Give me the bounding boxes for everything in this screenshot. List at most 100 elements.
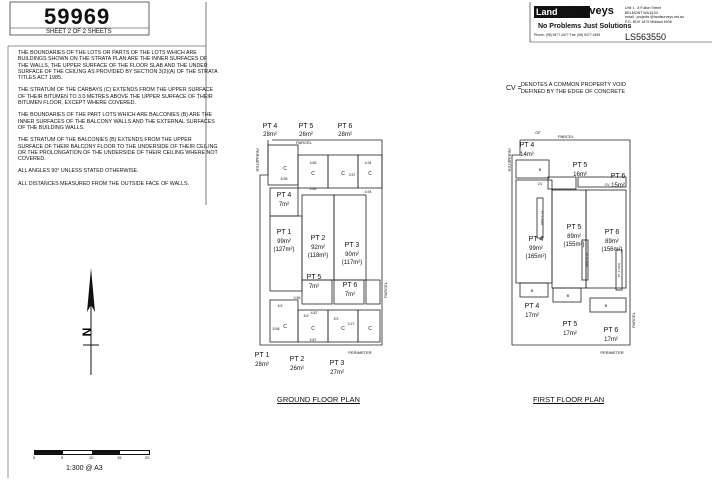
gf-lot-area: 26m² xyxy=(290,366,304,372)
gf-bay-label: C xyxy=(283,324,287,330)
gf-bay-label: C xyxy=(283,166,287,172)
gf-parcel-label: PARCEL xyxy=(296,140,312,145)
gf-lot-label: PT 2 xyxy=(290,356,305,363)
ff-of-label: OF xyxy=(535,130,541,135)
company-address: Unit 1 , 8 Fulton Street BELMONT WA 6104… xyxy=(625,6,705,24)
company-phone: Phone: (08) 9477 4477 Fax: (08) 9477 449… xyxy=(534,33,601,37)
gf-bay-label: C xyxy=(341,171,345,177)
gf-bay-label: C xyxy=(368,326,372,332)
address-line: email : projects @landsurveys.net.au xyxy=(625,15,684,20)
ff-lot-label: PT 6 xyxy=(611,173,626,180)
note-6: All distances measured from the outside … xyxy=(18,180,189,187)
gf-lot-area: 99m² xyxy=(277,239,291,245)
scale-tick: 10 xyxy=(89,455,94,460)
ff-lot-area: 16m² xyxy=(573,172,587,178)
gf-lot-label: PT 1 xyxy=(277,229,292,236)
ff-lot-area: 17m² xyxy=(525,313,539,319)
ground-floor-title: GROUND FLOOR PLAN xyxy=(277,395,360,404)
gf-lot-sub: (118m²) xyxy=(308,253,329,259)
legend-text: DENOTES A COMMON PROPERTY VOID DEFINED B… xyxy=(521,82,626,96)
ff-void-label: CV xyxy=(605,183,611,187)
gf-lot-sub: (127m²) xyxy=(273,247,294,253)
logo-word-surveys: Surveys xyxy=(571,5,614,17)
gf-bay-label: C xyxy=(311,326,315,332)
ff-parcel-side: PARCEL xyxy=(631,311,636,327)
first-floor-title: FIRST FLOOR PLAN xyxy=(533,395,605,404)
gf-lot-area: 7m² xyxy=(345,292,355,298)
gf-lot-label: PT 6 xyxy=(338,123,353,130)
ff-void-text: PT 4 VOID xyxy=(585,253,589,268)
note-5: All angles 90° unless stated otherwise. xyxy=(18,168,139,175)
gf-dim: 0.56 xyxy=(294,296,301,300)
address-line: BELMONT WA 6104 xyxy=(625,10,658,15)
gf-bay-label: C xyxy=(311,171,315,177)
gf-lot-area: 90m² xyxy=(345,252,359,258)
ff-lot-sub: (156m²) xyxy=(601,247,622,253)
gf-dim: 4.87 xyxy=(310,338,317,342)
ff-lot-area: 17m² xyxy=(604,337,618,343)
scale-tick: 5 xyxy=(61,455,64,460)
gf-lot-area: 7m² xyxy=(309,284,319,290)
ff-bay-label: B xyxy=(531,288,534,293)
gf-dim: 3.57 xyxy=(349,173,356,177)
legend-line-1: DENOTES A COMMON PROPERTY VOID xyxy=(521,82,626,88)
gf-lot-area: 27m² xyxy=(330,370,344,376)
gf-lot-area: 7m² xyxy=(279,202,289,208)
gf-bay-label: C xyxy=(368,171,372,177)
ff-perimeter-label: PERIMETER xyxy=(600,350,623,355)
scale-bar xyxy=(34,450,150,455)
note-1: The boundaries of the lots or parts of t… xyxy=(18,50,218,82)
ff-perimeter-side: PERIMETER xyxy=(507,148,512,171)
ff-bay-label: B xyxy=(567,293,570,298)
ff-lot-area: 17m² xyxy=(563,331,577,337)
ff-lot-label: PT 5 xyxy=(563,321,578,328)
gf-bay-label: C xyxy=(341,326,345,332)
ff-lot-area: 15m² xyxy=(611,183,625,189)
address-line: P.O. BOX 1879 Midland 6936 xyxy=(625,19,672,24)
scale-bar-segment xyxy=(92,451,120,454)
legend-line-2: DEFINED BY THE EDGE OF CONCRETE xyxy=(521,89,626,95)
ff-void-label: CV xyxy=(538,182,544,186)
gf-dim: 4.94 xyxy=(365,190,372,194)
gf-dim: 5.5 xyxy=(278,304,283,308)
scale-tick: 15 xyxy=(117,455,122,460)
gf-dim: 5.58 xyxy=(273,327,280,331)
gf-lot-area: 26m² xyxy=(299,132,313,138)
gf-lot-label: PT 4 xyxy=(277,192,292,199)
gf-lot-label: PT 4 xyxy=(263,123,278,130)
gf-dim: 4.87 xyxy=(311,311,318,315)
gf-dim: 4.85 xyxy=(310,187,317,191)
company-tagline: No Problems Just Solutions xyxy=(538,23,632,30)
north-label: N xyxy=(80,328,94,337)
gf-lot-area: 28m² xyxy=(338,132,352,138)
scale-label: 1:300 @ A3 xyxy=(66,465,103,472)
gf-parcel-side: PARCEL xyxy=(383,281,388,297)
ff-void-text: PT 4 VOID xyxy=(617,262,621,277)
gf-dim: 4.85 xyxy=(310,161,317,165)
gf-lot-label: PT 6 xyxy=(343,282,358,289)
company-logo: Land xyxy=(534,6,590,18)
gf-lot-sub: (117m²) xyxy=(342,260,363,266)
gf-dim: 4.94 xyxy=(365,161,372,165)
gf-lot-area: 28m² xyxy=(263,132,277,138)
ff-lot-area: 99m² xyxy=(529,246,543,252)
ff-lot-area: 14m² xyxy=(520,152,534,158)
notes-block: The boundaries of the lots or parts of t… xyxy=(18,50,218,193)
ff-lot-sub: (155m²) xyxy=(563,242,584,248)
ff-bay-label: B xyxy=(539,167,542,172)
note-3: The boundaries of the part lots which ar… xyxy=(18,112,215,131)
logo-word-land: Land xyxy=(536,7,558,17)
ff-lot-area: 89m² xyxy=(605,239,619,245)
ff-parcel-label: PARCEL xyxy=(558,134,574,139)
ff-lot-area: 89m² xyxy=(567,234,581,240)
ls-number: LS563550 xyxy=(625,32,667,42)
gf-lot-label: PT 3 xyxy=(330,360,345,367)
ff-lot-label: PT 5 xyxy=(573,162,588,169)
scale-tick: 20 xyxy=(145,455,150,460)
gf-perimeter-label: PERIMETER xyxy=(348,350,371,355)
gf-dim: 3.27 xyxy=(348,322,355,326)
